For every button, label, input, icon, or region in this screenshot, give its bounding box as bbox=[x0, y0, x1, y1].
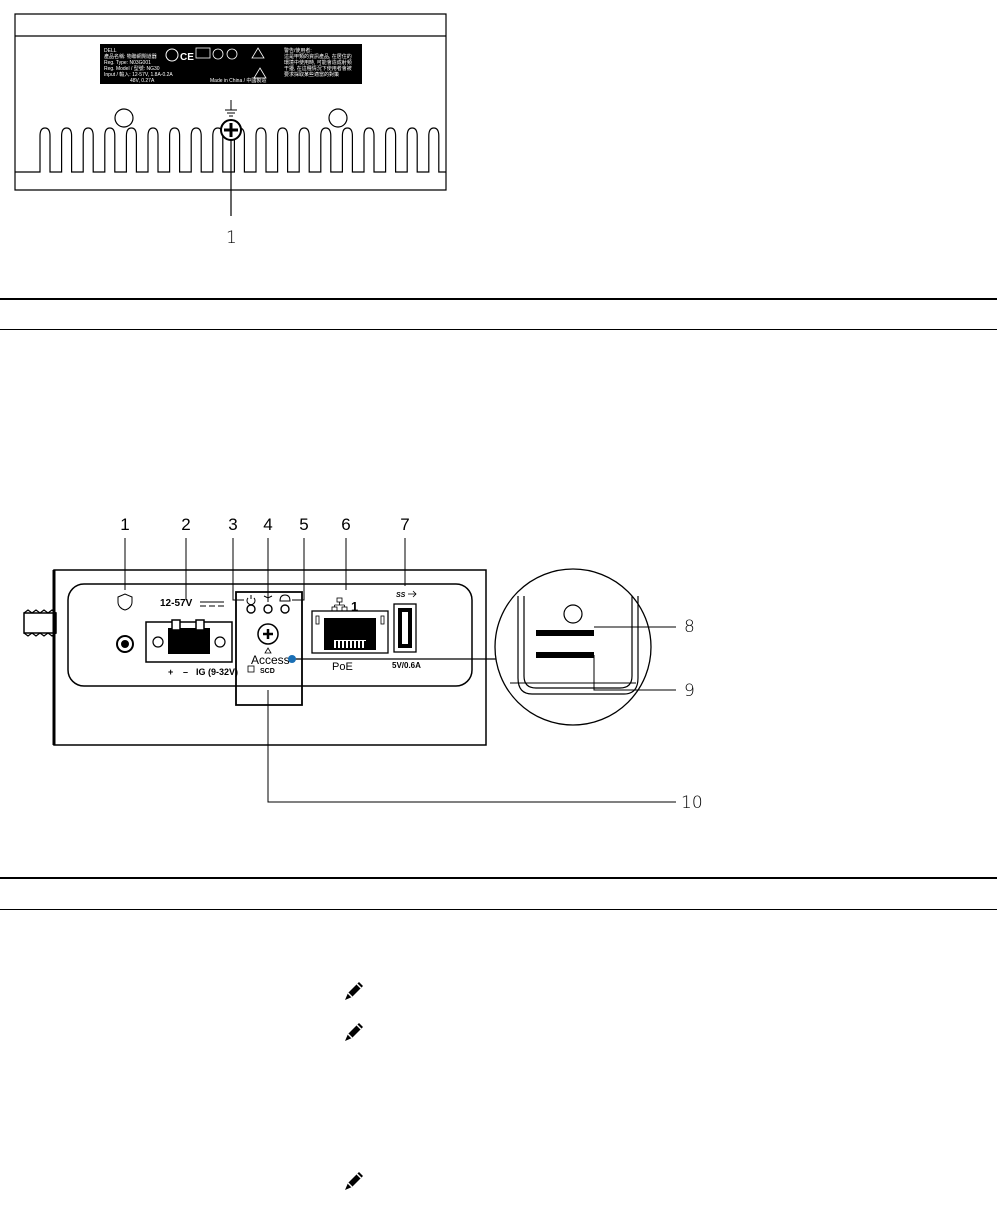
svg-text:PoE: PoE bbox=[332, 661, 353, 673]
callout-6: 6 bbox=[341, 515, 350, 534]
svg-text:環境中使用時, 可能會造成射頻: 環境中使用時, 可能會造成射頻 bbox=[284, 59, 352, 66]
svg-text:SS: SS bbox=[396, 592, 406, 599]
svg-text:5V/0.6A: 5V/0.6A bbox=[392, 661, 421, 670]
svg-text:1: 1 bbox=[351, 599, 358, 614]
usb-icon bbox=[408, 590, 417, 598]
svg-text:這是甲類的資訊產品, 在居住的: 這是甲類的資訊產品, 在居住的 bbox=[284, 53, 352, 60]
svg-text:CE: CE bbox=[180, 52, 194, 63]
svg-text:Made in China / 中國製造: Made in China / 中國製造 bbox=[210, 77, 266, 84]
callout-2: 2 bbox=[181, 515, 190, 534]
magnified-inset bbox=[494, 568, 652, 726]
power-terminal bbox=[145, 619, 233, 663]
svg-text:SCD: SCD bbox=[260, 668, 275, 675]
rj45-pin bbox=[360, 641, 362, 648]
svg-text:Reg. Type: N03G001: Reg. Type: N03G001 bbox=[104, 60, 151, 66]
table-rule bbox=[0, 298, 997, 300]
svg-text:干擾, 在這種情況下使用者會被: 干擾, 在這種情況下使用者會被 bbox=[284, 65, 352, 72]
access-panel bbox=[235, 591, 303, 706]
cloud-icon bbox=[279, 594, 291, 602]
svg-text:48V, 0.27A: 48V, 0.27A bbox=[130, 78, 155, 84]
svg-text:要求採取某些適當的對策: 要求採取某些適當的對策 bbox=[284, 71, 339, 78]
rj45-pin bbox=[336, 641, 338, 648]
figure-bottom-panel: DELL 產品名稱: 物聯網閘道器 Reg. Type: N03G001 Reg… bbox=[14, 13, 447, 216]
rj45-pin bbox=[356, 641, 358, 648]
ignition-button bbox=[116, 593, 134, 653]
svg-text:+: + bbox=[168, 667, 173, 677]
svg-text:產品名稱: 物聯網閘道器: 產品名稱: 物聯網閘道器 bbox=[104, 53, 157, 60]
rj45-pin bbox=[364, 641, 366, 648]
ground-screw bbox=[220, 119, 242, 141]
callout-7: 7 bbox=[400, 515, 409, 534]
svg-text:IG (9-32V): IG (9-32V) bbox=[196, 667, 238, 677]
network-icon bbox=[331, 597, 348, 612]
wireless-icon bbox=[263, 595, 273, 602]
figure-front-panel: 12-57V + – IG (9-32V) Access SCD bbox=[23, 515, 676, 803]
pencil-note-icon bbox=[345, 982, 363, 1000]
power-icon bbox=[246, 595, 256, 606]
callout-leaders bbox=[124, 538, 406, 601]
rj45-pin bbox=[348, 641, 350, 648]
svg-text:Input / 輸入: 12-57V, 1.8A-0.2A: Input / 輸入: 12-57V, 1.8A-0.2A bbox=[104, 71, 173, 78]
svg-text:Reg. Model / 型號: NG30: Reg. Model / 型號: NG30 bbox=[104, 65, 160, 72]
svg-text:DELL: DELL bbox=[104, 48, 117, 54]
callout-4: 4 bbox=[263, 515, 272, 534]
callout-5: 5 bbox=[299, 515, 308, 534]
table-rule bbox=[0, 877, 997, 879]
ethernet-port bbox=[311, 610, 389, 654]
usb-port bbox=[393, 603, 417, 653]
rj45-pin bbox=[340, 641, 342, 648]
antenna-connector bbox=[23, 609, 57, 637]
svg-text:Access: Access bbox=[251, 653, 290, 667]
pencil-note-icon bbox=[345, 1023, 363, 1041]
table-rule bbox=[0, 909, 997, 910]
svg-text:–: – bbox=[183, 667, 188, 677]
regulatory-label: DELL 產品名稱: 物聯網閘道器 Reg. Type: N03G001 Reg… bbox=[100, 44, 362, 84]
rj45-pin bbox=[344, 641, 346, 648]
pencil-note-icon bbox=[345, 1172, 363, 1190]
callout-1: 1 bbox=[120, 515, 129, 534]
ground-icon bbox=[225, 100, 237, 117]
callout-10: 10 bbox=[681, 793, 703, 813]
rj45-pin bbox=[352, 641, 354, 648]
callout-1-top: 1 bbox=[226, 228, 237, 248]
table-rule bbox=[0, 329, 997, 330]
callout-3: 3 bbox=[228, 515, 237, 534]
callout-8: 8 bbox=[684, 617, 695, 637]
svg-text:12-57V: 12-57V bbox=[160, 598, 193, 609]
svg-text:警告/使用者:: 警告/使用者: bbox=[284, 47, 312, 54]
dc-symbol bbox=[200, 601, 224, 607]
callout-9: 9 bbox=[684, 681, 695, 701]
